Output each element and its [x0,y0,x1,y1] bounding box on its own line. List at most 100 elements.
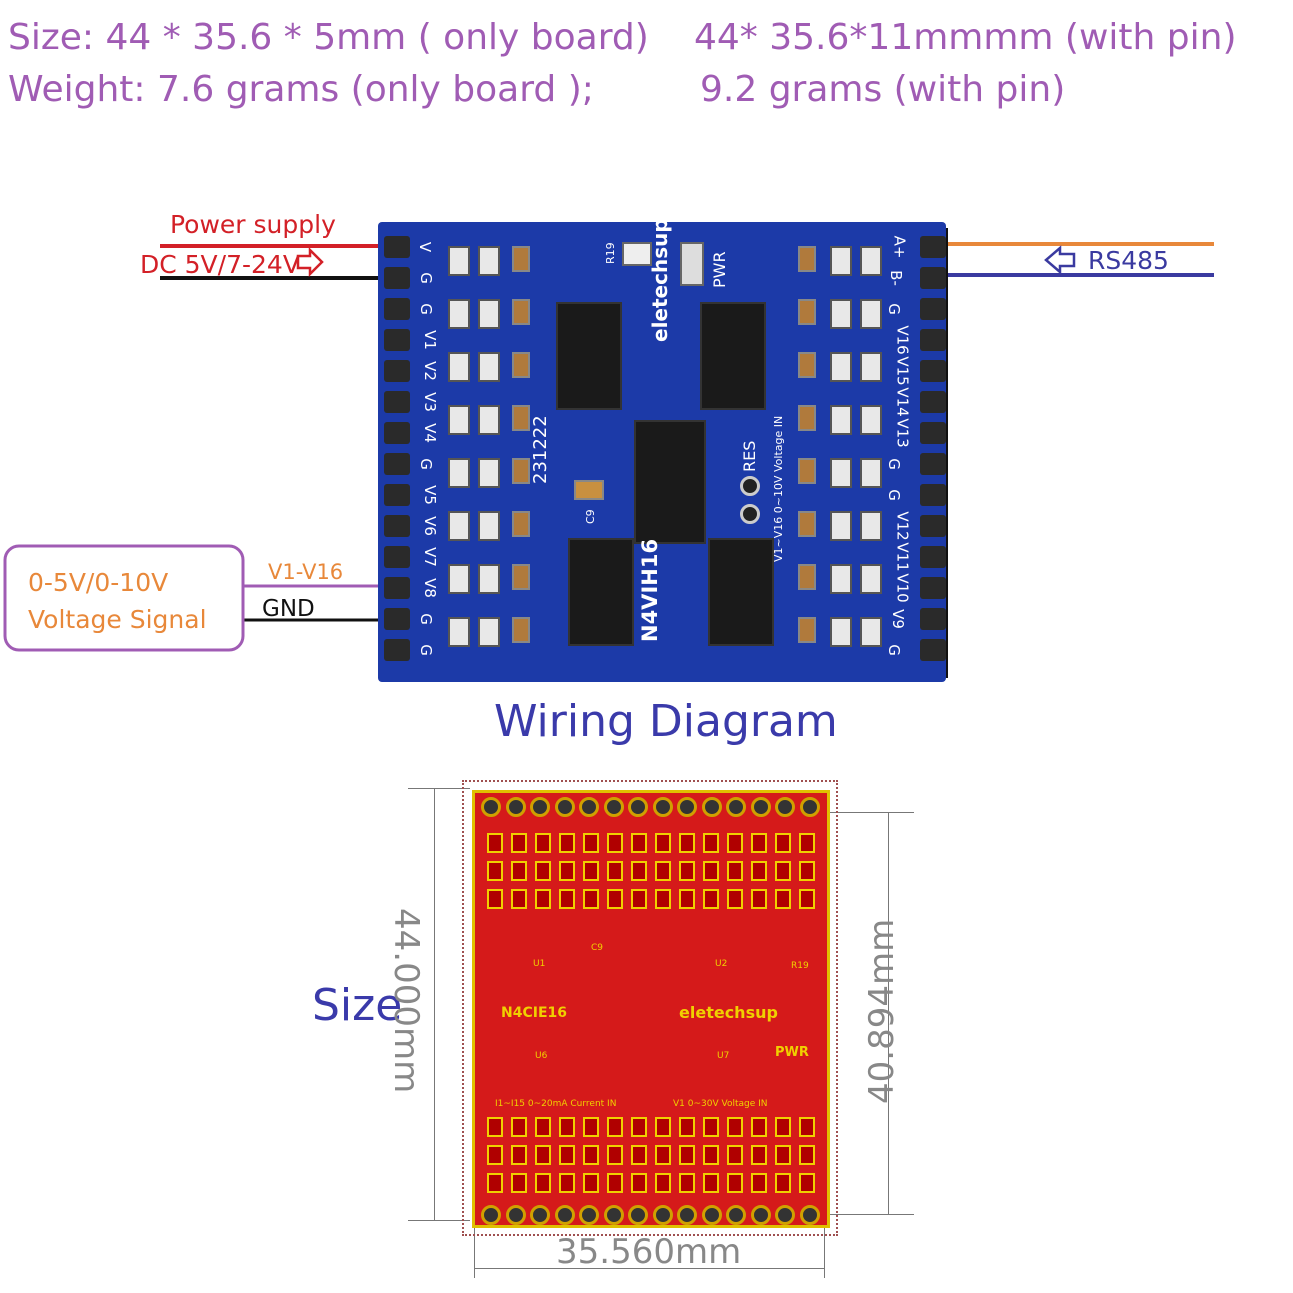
pcb-through-hole-pad [677,797,697,817]
pcb-through-hole-pad [579,1205,599,1225]
pcb-through-hole-pad [628,797,648,817]
left-pin-label: G [416,644,435,656]
board-brand: eletechsup [648,218,672,342]
pcb-smd-pad [559,1145,575,1165]
pcb-smd-pad [631,833,647,853]
board-pwr: PWR [710,251,729,288]
smd-resistor [448,458,470,488]
pcb-smd-pad [487,1145,503,1165]
pcb-u2: U2 [715,959,728,969]
pcb-smd-pad [703,889,719,909]
dim-top-tick [408,788,470,789]
height-dimension: 44.000mm [386,908,426,1094]
left-pin-label: G [416,272,435,284]
pcb-smd-pad [559,889,575,909]
pcb-smd-pad [655,1173,671,1193]
left-pin-label: V5 [420,485,439,505]
right-pin-label: V9 [888,609,907,629]
smd-capacitor [798,458,816,484]
res-button-pad [740,476,760,496]
pcb-smd-pad [703,1145,719,1165]
smd-resistor [448,564,470,594]
pcb-smd-pad [583,1117,599,1137]
pcb-through-hole-pad [799,1205,820,1225]
smd-capacitor [798,352,816,378]
signal-box-line2: Voltage Signal [28,605,207,634]
pcb-smd-pad [727,1173,743,1193]
header-pin [384,639,410,661]
pcb-smd-pad [511,889,527,909]
pcb-smd-pad [631,1145,647,1165]
pcb-through-hole-pad [726,797,746,817]
header-pin [384,391,410,413]
pcb-smd-pad [775,889,791,909]
pcb-smd-pad [655,1145,671,1165]
board-res: RES [740,440,759,472]
dc-arrow-icon [296,246,324,278]
pcb-through-hole-pad [652,1205,673,1225]
pcb-smd-pad [559,833,575,853]
smd-resistor [478,511,500,541]
pcb-smd-pad [535,833,551,853]
pcb-smd-pad [775,833,791,853]
smd-resistor [860,458,882,488]
pcb-smd-pad [799,833,815,853]
pcb-smd-pad [535,889,551,909]
board-voltage-in: V1~V16 0~10V Voltage IN [772,415,785,562]
left-pin-label: G [416,303,435,315]
dim-inner-bottom-tick [830,1214,914,1215]
smd-capacitor [798,564,816,590]
pcb-smd-pad [535,1173,551,1193]
smd-resistor [478,405,500,435]
pcb-u6: U6 [535,1051,548,1061]
wiring-diagram-title: Wiring Diagram [494,696,838,747]
pcb-smd-pad [751,861,767,881]
header-pin [384,608,410,630]
header-pin [920,484,946,506]
pcb-smd-pad [655,889,671,909]
pcb-c9: C9 [591,943,604,953]
pcb-smd-pad [799,1117,815,1137]
pcb-smd-pad [799,1173,815,1193]
pcb-through-hole-pad [554,797,575,817]
size-board-text: Size: 44 * 35.6 * 5mm ( only board) [8,17,649,58]
pcb-smd-pad [583,1145,599,1165]
pcb-through-hole-pad [530,797,550,817]
smd-resistor [448,352,470,382]
smd-capacitor [512,617,530,643]
signal-box-line1: 0-5V/0-10V [28,568,169,597]
pcb-smd-pad [511,833,527,853]
pcb-smd-pad [751,1173,767,1193]
pcb-through-hole-pad [628,1205,648,1225]
header-pin [384,236,410,258]
pcb-layout: N4CIE16 eletechsup PWR I1~I15 0~20mA Cur… [472,790,830,1228]
dim-right-tick [824,1228,825,1278]
pcb-through-hole-pad [603,1205,624,1225]
smd-resistor [478,246,500,276]
pcb-through-hole-pad [775,797,795,817]
left-pin-label: G [416,458,435,470]
smd-resistor [830,299,852,329]
header-pin [384,515,410,537]
pcb-smd-pad [679,1145,695,1165]
pcb-smd-pad [655,1117,671,1137]
pcb-smd-pad [679,861,695,881]
dim-inner-line [888,812,889,1214]
pcb-smd-pad [487,1117,503,1137]
right-pin-label: V13 [893,418,912,448]
pcb-model: N4CIE16 [501,1005,567,1021]
smd-resistor [830,246,852,276]
header-pin [384,360,410,382]
pcb-through-hole-pad [775,1205,795,1225]
pcb-smd-pad [799,861,815,881]
left-pin-label: V7 [420,547,439,567]
pcb-through-hole-pad [554,1205,575,1225]
pcb-u7: U7 [717,1051,730,1061]
pcb-smd-pad [751,889,767,909]
right-pin-label: V10 [893,573,912,603]
pcb-smd-pad [631,861,647,881]
pcb-through-hole-pad [701,1205,722,1225]
inner-dimension: 40.894mm [862,918,902,1104]
smd-resistor [478,458,500,488]
header-pin [920,267,946,289]
